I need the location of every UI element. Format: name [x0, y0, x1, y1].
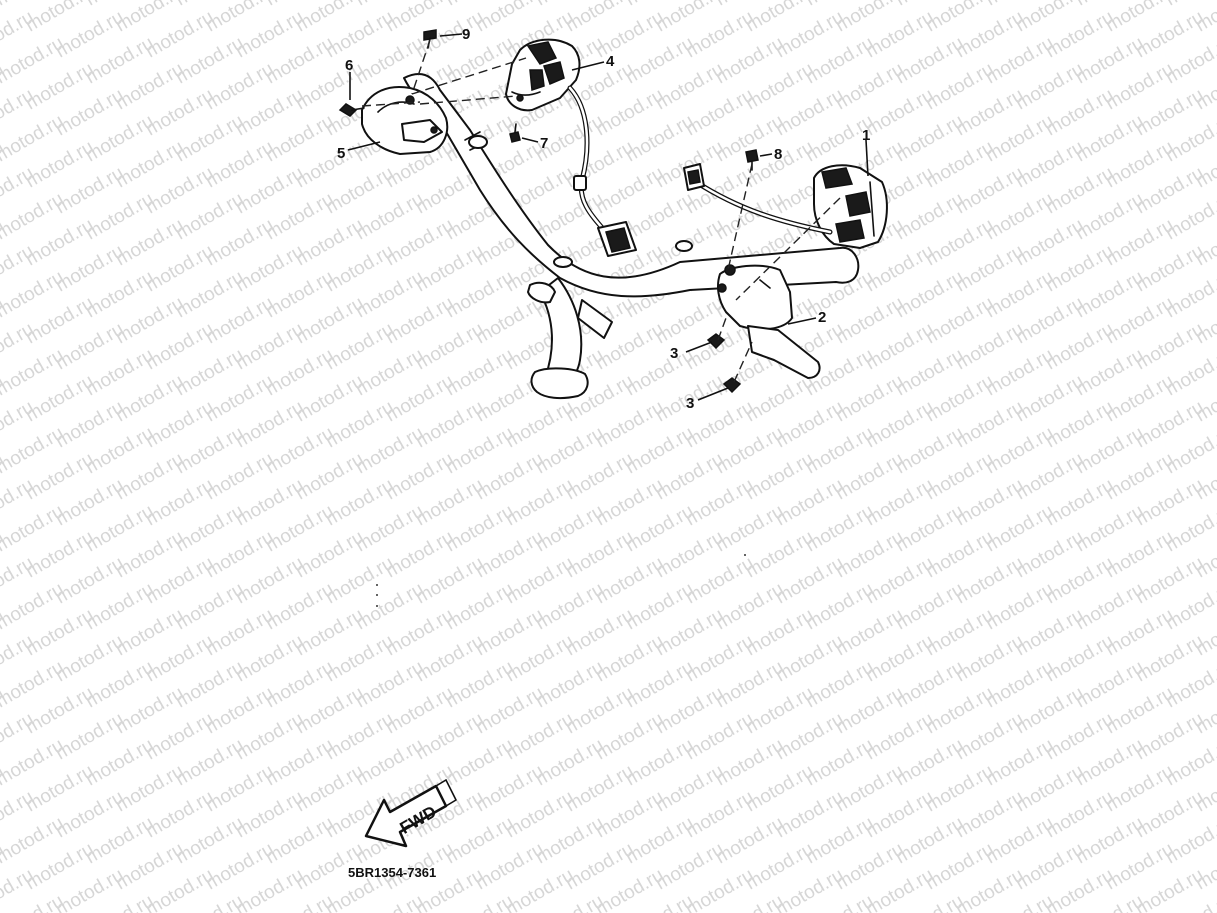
callout-3-lower: 3	[686, 395, 694, 412]
callouts: 9 6 5 4 7 8 1 2 3 3	[337, 26, 870, 412]
leader-lines	[347, 33, 869, 401]
right-switch-upper	[813, 164, 888, 249]
handlebar	[403, 73, 860, 298]
left-switch-harness	[567, 85, 637, 257]
diagram-code: 5BR1354-7361	[348, 865, 436, 880]
left-switch-upper	[505, 38, 581, 112]
right-lower-bracket	[717, 264, 821, 379]
screw-6	[338, 103, 365, 117]
callout-6: 6	[345, 57, 353, 74]
callout-1: 1	[862, 127, 870, 144]
callout-3-upper: 3	[670, 345, 678, 362]
callout-8: 8	[774, 146, 782, 163]
callout-2: 2	[818, 309, 826, 326]
right-switch-harness	[683, 163, 833, 235]
screw-7	[509, 123, 521, 143]
scan-specks	[376, 554, 746, 607]
callout-9: 9	[462, 26, 470, 43]
callout-4: 4	[606, 53, 615, 70]
steering-column	[527, 277, 613, 400]
screw-3-upper	[706, 333, 726, 350]
callout-7: 7	[540, 135, 548, 152]
screw-3-lower	[722, 377, 742, 394]
assembly-lines	[361, 39, 841, 383]
callout-5: 5	[337, 145, 345, 162]
